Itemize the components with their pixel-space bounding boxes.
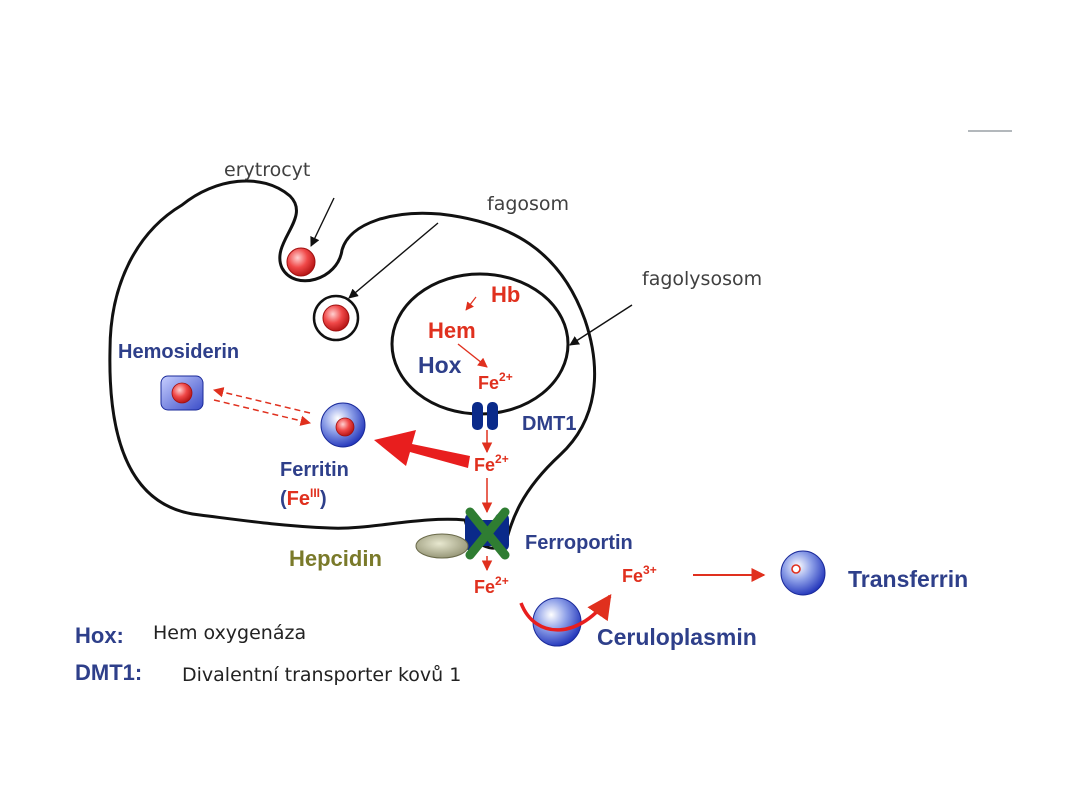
phagolysosome-callout-arrow <box>569 304 633 346</box>
ceruloplasmin-sphere <box>532 597 582 647</box>
fe2-extracellular-label: Fe2+ <box>474 574 509 597</box>
dmt1-transporter <box>472 402 498 430</box>
fe-to-ferritin-big-arrow <box>374 430 470 468</box>
transferrin-sphere <box>780 550 826 596</box>
phagolysosome-label: fagolysosom <box>642 268 762 290</box>
oxidation-curved-arrow <box>519 593 612 632</box>
hemosiderin-to-ferritin-arrow <box>213 399 312 426</box>
cell-membrane <box>108 179 597 550</box>
erythrocyte <box>286 247 316 277</box>
legend-key-dmt1: DMT1: <box>75 660 142 685</box>
hem-to-fe-arrow <box>457 343 488 368</box>
legend-value-dmt1: Divalentní transporter kovů 1 <box>182 664 461 686</box>
ferritin-to-hemosiderin-arrow <box>212 387 311 414</box>
ceruloplasmin-label: Ceruloplasmin <box>597 624 757 650</box>
hox-label: Hox <box>418 352 462 378</box>
legend-key-hox: Hox: <box>75 623 124 648</box>
hemosiderin-iron-core <box>171 382 193 404</box>
phagosome-label: fagosom <box>487 193 569 215</box>
transferrin-iron <box>791 564 801 574</box>
phagosome-callout-arrow <box>348 222 439 299</box>
legend-value-hox: Hem oxygenáza <box>153 622 306 644</box>
hb-to-hem-arrow <box>465 296 477 311</box>
hb-label: Hb <box>491 282 520 307</box>
hemosiderin-label: Hemosiderin <box>118 341 239 363</box>
fe3-label: Fe3+ <box>622 563 657 586</box>
hepcidin-label: Hepcidin <box>289 546 382 571</box>
erythrocyte-callout-arrow <box>310 197 335 247</box>
ferritin-iron-core <box>335 417 355 437</box>
ferritin-label: Ferritin <box>280 459 349 481</box>
erythrocyte-label: erytrocyt <box>224 159 310 181</box>
ferritin-iron-state: (FeIII) <box>280 486 327 510</box>
ferroportin-label: Ferroportin <box>525 532 633 554</box>
fe2-lysosome-label: Fe2+ <box>478 370 513 393</box>
phagolysosome <box>390 272 570 416</box>
transferrin-label: Transferrin <box>848 566 968 592</box>
erythrocyte-in-phagosome <box>322 304 350 332</box>
hepcidin-molecule <box>415 533 469 559</box>
dmt1-label: DMT1 <box>522 413 576 435</box>
hem-label: Hem <box>428 318 476 343</box>
fe2-cytosol-label: Fe2+ <box>474 452 509 475</box>
green-x-icon <box>465 507 510 560</box>
